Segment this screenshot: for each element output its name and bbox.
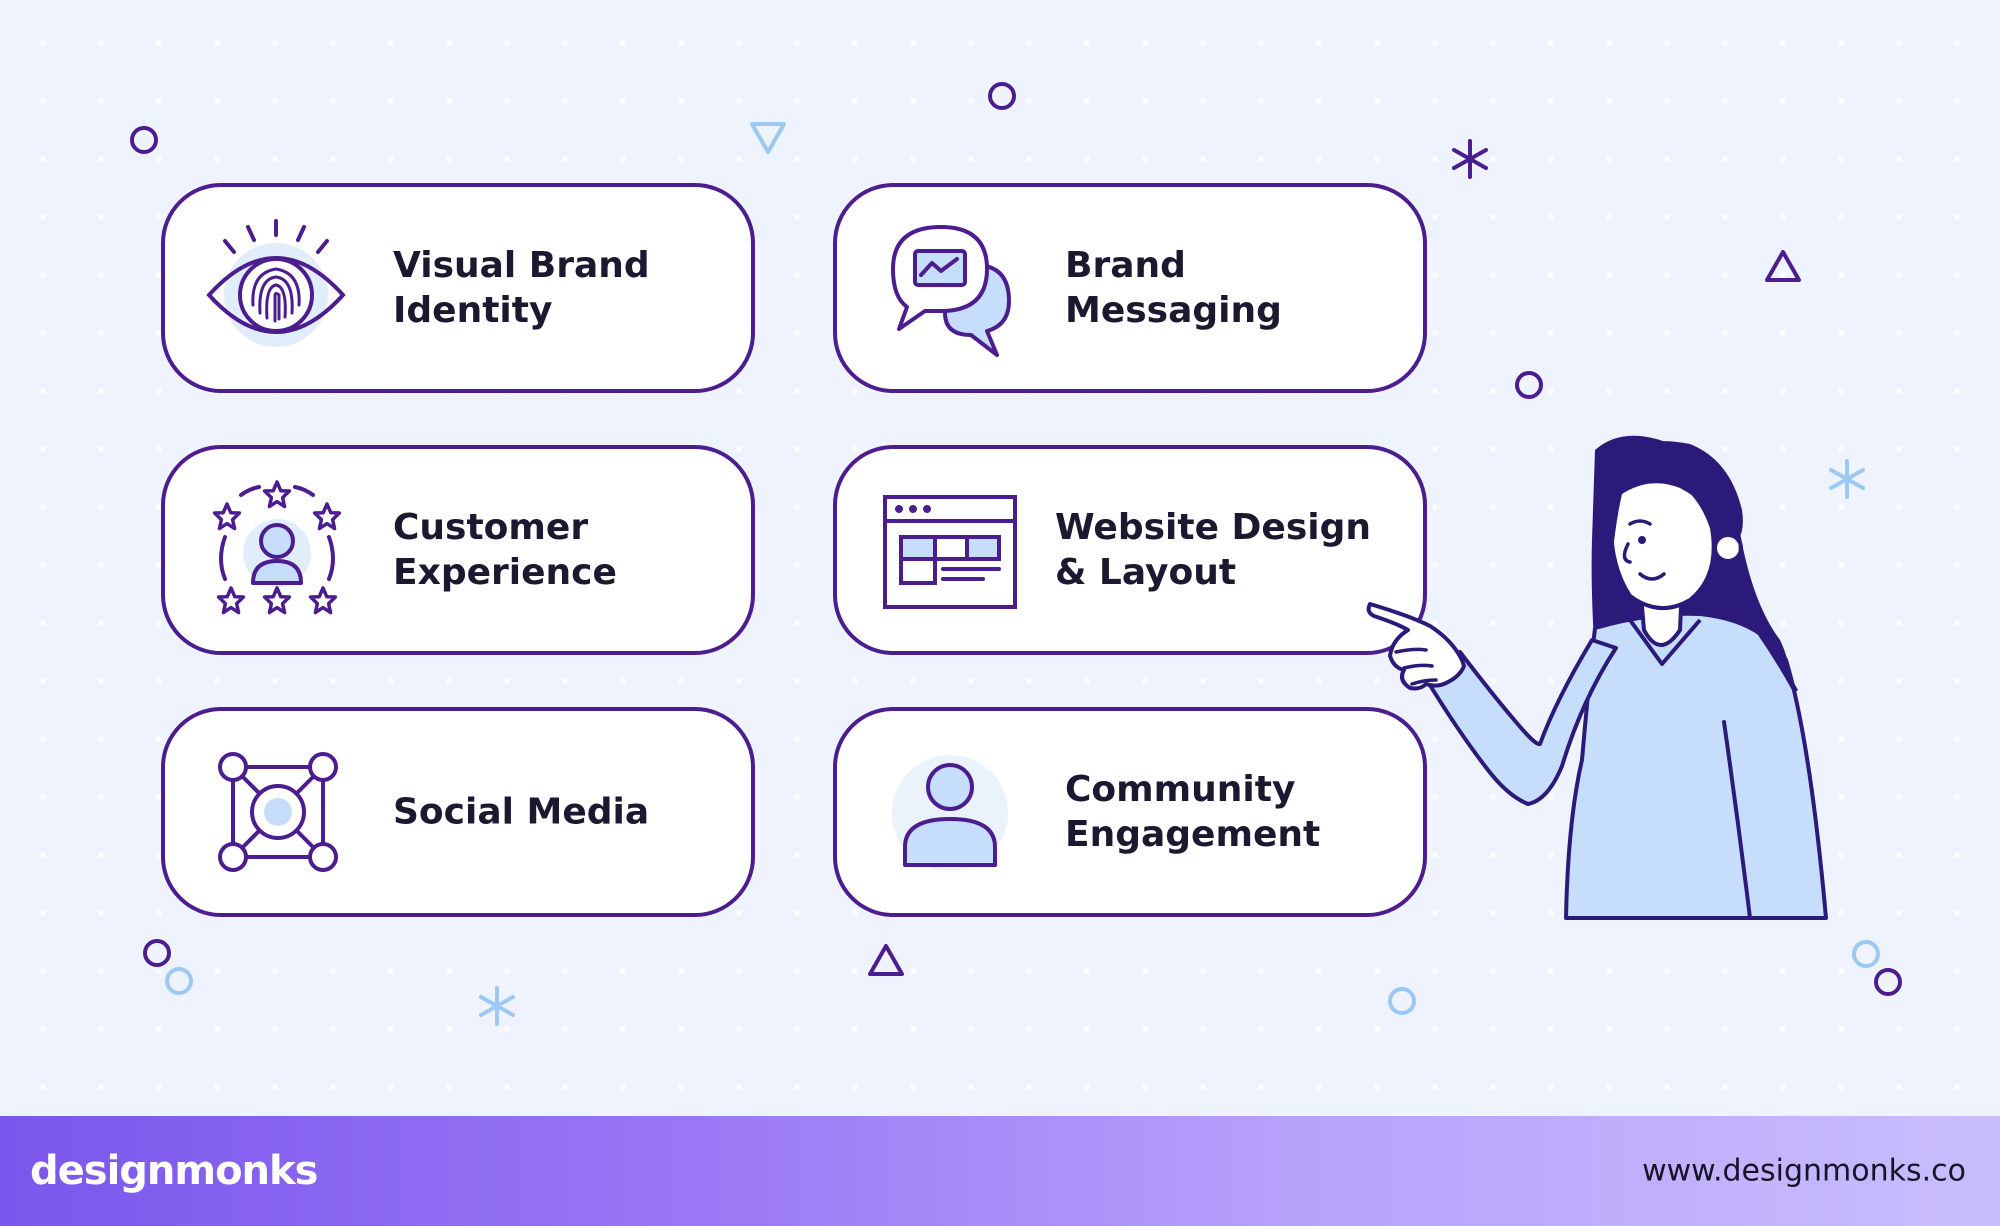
circle-decoration-icon [1386,985,1418,1017]
browser-layout-icon [875,475,1025,625]
network-nodes-icon [203,737,353,887]
footer-bar: designmonks www.designmonks.co [0,1116,2000,1226]
card-label: Website Design & Layout [1055,507,1372,593]
triangle-decoration-icon [748,120,788,158]
card-label: Brand Messaging [1065,245,1282,331]
pointing-woman-illustration [1360,425,1830,925]
asterisk-decoration-icon [477,986,517,1026]
card-label: Customer Experience [393,507,617,593]
brand-messaging-card: Brand Messaging [833,183,1427,393]
card-label: Community Engagement [1065,769,1321,855]
asterisk-decoration-icon [1450,139,1490,179]
circle-decoration-icon [1872,966,1904,998]
community-engagement-card: Community Engagement [833,707,1427,917]
user-icon [875,737,1025,887]
circle-decoration-icon [986,80,1018,112]
website-design-card: Website Design & Layout [833,445,1427,655]
customer-experience-card: Customer Experience [161,445,755,655]
social-media-card: Social Media [161,707,755,917]
circle-decoration-icon [1513,369,1545,401]
card-label: Visual Brand Identity [393,245,650,331]
chat-bubbles-icon [875,213,1025,363]
website-url[interactable]: www.designmonks.co [1642,1153,1966,1189]
designmonks-logo[interactable]: designmonks [30,1148,318,1194]
triangle-decoration-icon [866,942,906,980]
circle-decoration-icon [128,124,160,156]
circle-decoration-icon [163,965,195,997]
card-label: Social Media [393,791,650,833]
asterisk-decoration-icon [1827,459,1867,499]
person-stars-icon [203,475,353,625]
circle-decoration-icon [141,937,173,969]
triangle-decoration-icon [1763,248,1803,286]
circle-decoration-icon [1850,938,1882,970]
eye-fingerprint-icon [203,213,353,363]
visual-brand-identity-card: Visual Brand Identity [161,183,755,393]
